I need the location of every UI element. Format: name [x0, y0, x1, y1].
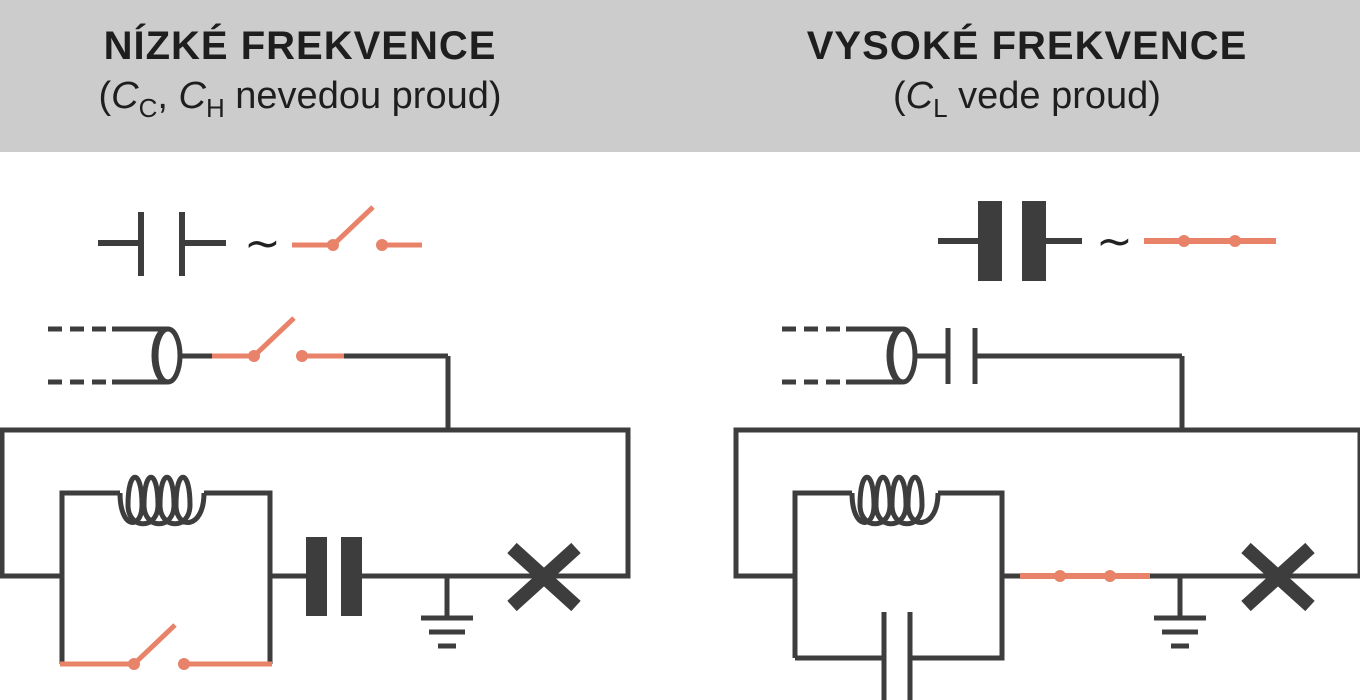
- coax-open-switch-icon: [212, 316, 344, 359]
- antenna-loop-wire: [733, 427, 1360, 700]
- high-frequency-subtitle: (CL vede proud): [727, 72, 1327, 123]
- switch-pivot-dot: [327, 239, 339, 251]
- inductor-coil-icon: [849, 474, 941, 527]
- subtitle-text: vede proud): [947, 75, 1161, 117]
- legend-closed-switch-icon: [1144, 235, 1276, 247]
- low-frequency-heading: NÍZKÉ FREKVENCE (CC, CH nevedou proud): [0, 22, 600, 123]
- legend-capacitor-icon: [98, 212, 226, 276]
- capacitor-c-subscript: C: [138, 93, 158, 123]
- antenna-element-icon: [507, 542, 581, 612]
- low-frequency-subtitle: (CC, CH nevedou proud): [0, 72, 600, 123]
- capacitor-plate: [341, 537, 362, 616]
- capacitor-l-symbol: C: [905, 75, 934, 117]
- subtitle-text: nevedou proud): [224, 75, 502, 117]
- capacitor-c-symbol: C: [111, 75, 139, 117]
- low-frequency-circuit: ~: [0, 205, 631, 670]
- switch-pivot-dot: [128, 658, 140, 670]
- capacitor-h-symbol: C: [178, 75, 206, 117]
- high-frequency-circuit: ~: [733, 201, 1360, 700]
- subtitle-paren: (: [893, 75, 906, 117]
- coax-cable-icon: [48, 326, 451, 430]
- high-frequency-heading: VYSOKÉ FREKVENCE (CL vede proud): [727, 22, 1327, 123]
- switch-contact-dot: [296, 350, 308, 362]
- antenna-loop-wire: [0, 427, 631, 664]
- coax-cable-icon: [782, 326, 1185, 430]
- antenna-element-icon: [1241, 542, 1315, 612]
- ground-icon: [421, 576, 473, 649]
- low-frequency-title: NÍZKÉ FREKVENCE: [103, 24, 497, 68]
- capacitor-plate: [1022, 201, 1046, 281]
- inductor-coil-icon: [117, 474, 207, 527]
- capacitor-plate: [978, 201, 1002, 281]
- ground-icon: [1154, 576, 1206, 649]
- closed-switch-icon: [1020, 570, 1150, 582]
- inductor-bypass-switch-icon: [60, 623, 272, 667]
- switch-pivot-dot: [248, 350, 260, 362]
- header-band: [0, 0, 1360, 152]
- legend-open-switch-icon: [292, 205, 422, 248]
- capacitor-l-subscript: L: [933, 93, 948, 123]
- switch-contact-dot: [178, 658, 190, 670]
- subtitle-separator: ,: [157, 75, 179, 117]
- capacitor-h-subscript: H: [205, 93, 225, 123]
- switch-contact-dot: [376, 239, 388, 251]
- capacitor-plate: [306, 537, 327, 616]
- legend-tilde: ~: [1096, 216, 1133, 267]
- high-frequency-title: VYSOKÉ FREKVENCE: [806, 24, 1248, 68]
- legend-tilde: ~: [244, 218, 281, 269]
- subtitle-paren: (: [98, 75, 112, 117]
